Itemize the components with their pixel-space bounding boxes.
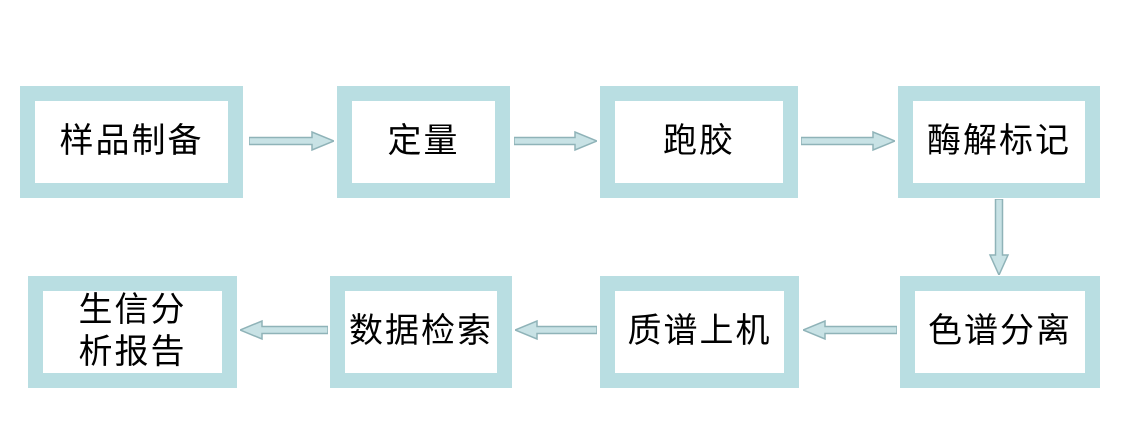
step-bioinformatics-report: 生信分 析报告 [28, 276, 237, 388]
step-gel-electrophoresis: 跑胶 [600, 86, 798, 198]
step-quantification: 定量 [337, 86, 510, 198]
step-label: 跑胶 [663, 122, 735, 160]
step-label: 定量 [387, 122, 460, 160]
arrow-right-icon [514, 130, 597, 152]
step-chromatographic-separation: 色谱分离 [900, 276, 1100, 388]
step-database-search: 数据检索 [330, 276, 512, 388]
step-mass-spec-run: 质谱上机 [600, 276, 799, 388]
arrow-left-icon [240, 319, 328, 341]
step-label: 酶解标记 [927, 122, 1071, 160]
step-label: 质谱上机 [627, 312, 772, 350]
step-label: 数据检索 [349, 312, 493, 350]
arrow-right-icon [249, 130, 334, 152]
arrow-left-icon [803, 319, 897, 341]
step-label: 生信分 析报告 [78, 291, 187, 372]
step-sample-preparation: 样品制备 [20, 86, 243, 198]
arrow-down-icon [988, 199, 1010, 275]
arrow-right-icon [801, 130, 895, 152]
step-label: 样品制备 [59, 122, 204, 160]
step-enzyme-digestion-labeling: 酶解标记 [898, 86, 1100, 198]
arrow-left-icon [515, 319, 597, 341]
step-label: 色谱分离 [928, 312, 1072, 350]
